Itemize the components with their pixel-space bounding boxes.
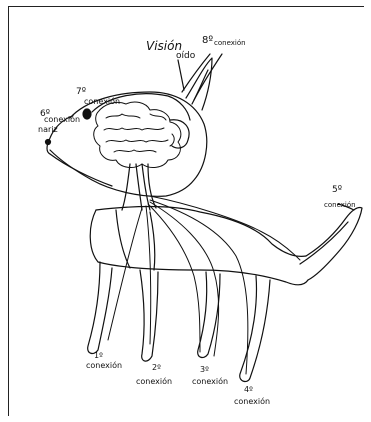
label-oido: oído bbox=[176, 52, 195, 61]
dog-nose bbox=[46, 140, 51, 145]
dog-ear bbox=[186, 58, 212, 110]
label-conexion-8-word: conexión bbox=[214, 40, 246, 47]
label-conexion-2-num: 2º bbox=[152, 364, 161, 372]
label-conexion-5-num: 5º bbox=[332, 186, 342, 195]
dog-eye bbox=[83, 109, 91, 119]
label-conexion-4-num: 4º bbox=[244, 386, 253, 394]
spinal-cord-a bbox=[136, 164, 142, 210]
neck-front bbox=[122, 164, 130, 210]
label-conexion-1-num: 1º bbox=[94, 352, 103, 360]
label-conexion-7-word: conexión bbox=[84, 98, 120, 106]
label-conexion-4-word: conexión bbox=[234, 398, 270, 406]
label-conexion-3-num: 3º bbox=[200, 366, 209, 374]
dog-brain bbox=[94, 102, 181, 167]
dog-tail bbox=[306, 207, 362, 280]
spinal-cord-b bbox=[142, 164, 150, 210]
label-conexion-7-num: 7º bbox=[76, 88, 86, 97]
dog-back bbox=[96, 207, 306, 257]
label-conexion-3-word: conexión bbox=[192, 378, 228, 386]
nerve-bundle bbox=[108, 196, 300, 374]
label-conexion-6-word: conexión bbox=[44, 116, 80, 124]
label-conexion-1-word: conexión bbox=[86, 362, 122, 370]
leader-oido bbox=[178, 60, 184, 90]
label-conexion-8-num: 8º bbox=[202, 36, 213, 46]
label-nariz: nariz bbox=[38, 126, 58, 134]
dog-chest-2 bbox=[150, 212, 155, 270]
label-conexion-5-word: conexión bbox=[324, 202, 356, 209]
label-conexion-2-word: conexión bbox=[136, 378, 172, 386]
